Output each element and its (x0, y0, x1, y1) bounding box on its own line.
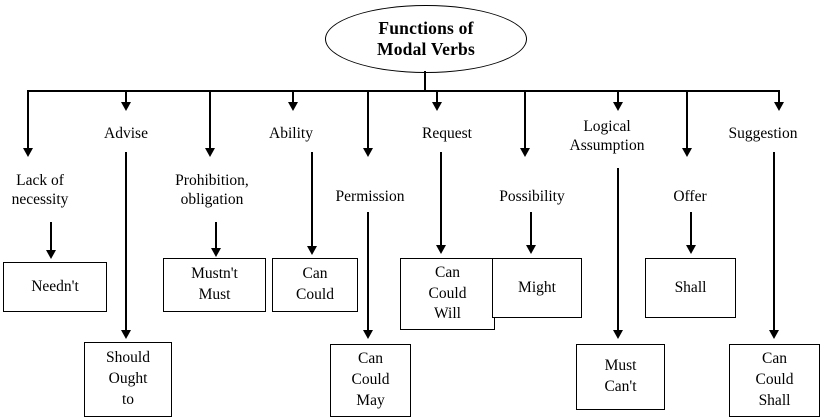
arrowhead-suggestion (774, 102, 784, 111)
connector-permission-stem (367, 90, 369, 150)
box-can-could-may-line3: May (356, 391, 385, 409)
connector-advise-stem (125, 90, 127, 104)
diagram-title-node: Functions of Modal Verbs (325, 5, 527, 73)
connector-suggestion-stem (778, 90, 780, 104)
box-must-can-t: Must Can't (576, 344, 665, 410)
label-offer: Offer (673, 188, 706, 207)
connector-ability-to-box (311, 152, 313, 248)
label-logical-assumption-line2: Assumption (569, 136, 645, 154)
box-must-can-t-line1: Must (604, 357, 637, 375)
arrowhead-must-can-t-box (613, 330, 623, 339)
arrowhead-can-could-shall-box (769, 330, 779, 339)
label-suggestion: Suggestion (729, 125, 798, 144)
label-prohibition-obligation-line1: Prohibition, (175, 172, 249, 189)
label-advise-line1: Advise (104, 125, 148, 142)
box-can-could-shall-line1: Can (762, 350, 787, 368)
arrowhead-offer (682, 148, 692, 157)
box-can-could-shall-line3: Shall (758, 391, 791, 409)
box-can-could-shall: Can Could Shall (729, 344, 820, 417)
box-can-could-may: Can Could May (330, 344, 411, 417)
label-request-line1: Request (422, 125, 472, 142)
connector-possibility-stem (524, 90, 526, 150)
label-possibility-line1: Possibility (499, 188, 565, 205)
box-shall: Shall (645, 258, 736, 318)
box-can-could-shall-line2: Could (755, 371, 794, 389)
box-can-could-will: Can Could Will (400, 258, 495, 330)
connector-suggestion-to-box (773, 152, 775, 332)
arrowhead-mustn-t-must-box (211, 248, 221, 257)
box-should-ought-to-line1: Should (106, 349, 150, 367)
connector-offer-stem (686, 90, 688, 150)
arrowhead-advise (121, 102, 131, 111)
label-suggestion-line1: Suggestion (728, 125, 798, 142)
connector-request-to-box (440, 152, 442, 246)
connector-possibility-to-box (530, 212, 532, 246)
box-shall-line1: Shall (674, 278, 707, 296)
box-needn-t-line1: Needn't (31, 277, 79, 295)
arrowhead-lack-of-necessity (23, 148, 33, 157)
connector-offer-to-box (690, 212, 692, 246)
connector-permission-to-box (367, 212, 369, 332)
box-must-can-t-line2: Can't (604, 378, 637, 395)
box-might-line1: Might (518, 278, 556, 296)
connector-prohibition-stem (209, 90, 211, 150)
connector-request-stem (436, 90, 438, 104)
box-can-could-may-line1: Can (358, 350, 383, 368)
label-logical-assumption: Logical Assumption (570, 118, 645, 156)
label-lack-of-necessity-line1: Lack of (16, 172, 64, 189)
arrowhead-ability (288, 102, 298, 111)
label-lack-of-necessity: Lack of necessity (12, 172, 69, 210)
connector-advise-to-box (125, 152, 127, 332)
label-ability: Ability (269, 125, 313, 144)
box-should-ought-to-line2: Ought (108, 370, 148, 388)
arrowhead-might-box (526, 245, 536, 254)
connector-lack-of-necessity-to-box (50, 222, 52, 252)
arrowhead-prohibition (205, 148, 215, 157)
connector-ability-stem (292, 90, 294, 104)
arrowhead-can-could-box (307, 246, 317, 255)
box-should-ought-to: Should Ought to (84, 342, 172, 417)
label-permission: Permission (336, 188, 405, 207)
arrowhead-possibility (520, 148, 530, 157)
arrowhead-can-could-may-box (363, 330, 373, 339)
diagram-title-line2: Modal Verbs (377, 39, 475, 59)
title-stem-connector (424, 71, 426, 91)
label-offer-line1: Offer (673, 188, 707, 205)
arrowhead-shall-box (686, 245, 696, 254)
arrowhead-can-could-will-box (436, 245, 446, 254)
arrowhead-logical-assumption (613, 102, 623, 111)
connector-prohibition-to-box (215, 222, 217, 250)
label-prohibition-obligation-line2: obligation (180, 190, 244, 208)
label-prohibition-obligation: Prohibition, obligation (175, 172, 249, 210)
arrowhead-needn-t-box (46, 250, 56, 259)
label-possibility: Possibility (499, 188, 564, 207)
diagram-title-line1: Functions of (378, 18, 474, 39)
box-might: Might (492, 258, 582, 318)
box-can-could-will-line2: Could (428, 284, 467, 302)
label-advise: Advise (104, 125, 148, 144)
label-logical-assumption-line1: Logical (583, 118, 631, 135)
arrowhead-permission (363, 148, 373, 157)
box-mustn-t-must-line1: Mustn't (191, 265, 238, 283)
label-lack-of-necessity-line2: necessity (11, 190, 69, 208)
main-horizontal-connector (28, 90, 780, 92)
connector-logical-assumption-stem (617, 90, 619, 104)
arrowhead-should-ought-to-box (121, 330, 131, 339)
connector-logical-assumption-to-box (617, 168, 619, 332)
label-ability-line1: Ability (269, 125, 313, 142)
arrowhead-request (432, 102, 442, 111)
box-should-ought-to-line3: to (121, 390, 135, 408)
box-mustn-t-must: Mustn't Must (163, 258, 266, 312)
label-request: Request (422, 125, 472, 144)
connector-lack-of-necessity-stem (27, 90, 29, 150)
box-can-could: Can Could (272, 258, 358, 312)
box-mustn-t-must-line2: Must (198, 286, 231, 303)
box-can-could-line2: Could (296, 286, 334, 303)
label-permission-line1: Permission (335, 188, 405, 205)
box-can-could-may-line2: Could (351, 371, 390, 389)
box-can-could-will-line3: Will (434, 305, 461, 323)
box-can-could-will-line1: Can (435, 263, 460, 281)
box-can-could-line1: Can (302, 265, 328, 283)
box-needn-t: Needn't (3, 262, 107, 312)
